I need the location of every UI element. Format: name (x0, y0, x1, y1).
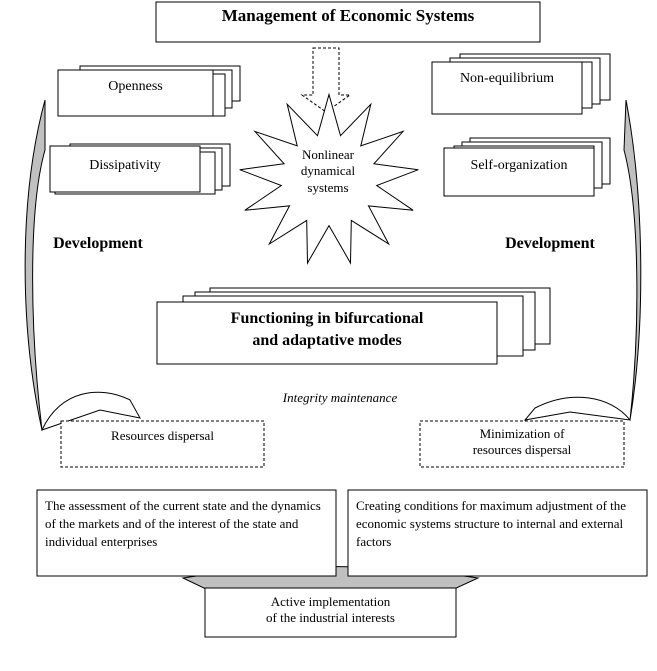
resources-dispersal-box (60, 420, 265, 468)
active-line-1: Active implementation (270, 594, 391, 609)
minimization-line-1: Minimization of (479, 426, 565, 441)
minimization-line-2: resources dispersal (472, 442, 572, 458)
creating-conditions-text: Creating conditions for maximum adjustme… (356, 498, 627, 550)
dissipativity-label: Dissipativity (89, 158, 161, 173)
center-star-line-2: dynamical (300, 163, 356, 179)
functioning-stack (156, 287, 551, 365)
assessment-text: The assessment of the current state and … (45, 498, 321, 550)
center-star-line-3: systems (307, 179, 349, 195)
integrity-label: Integrity maintenance (282, 390, 398, 405)
active-text: Active implementation of the industrial … (205, 594, 456, 627)
functioning-line-2: and adaptative modes (252, 331, 402, 349)
self-organization-label: Self-organization (470, 158, 568, 173)
center-star-text: Nonlinear dynamical systems (283, 147, 373, 196)
active-line-2: of the industrial interests (266, 610, 395, 626)
title-down-arrow (300, 47, 352, 113)
center-star-line-1: Nonlinear (302, 147, 354, 162)
openness-stack (57, 65, 241, 117)
minimization-box (419, 420, 625, 468)
self-organization-stack (443, 137, 611, 197)
center-star-shape (239, 92, 419, 265)
right-development-arc (623, 99, 642, 421)
active-box (204, 587, 457, 638)
creating-conditions-box (347, 489, 648, 577)
functioning-text: Functioning in bifurcational and adaptat… (157, 308, 497, 351)
development-right-label: Development (505, 235, 595, 252)
dissipativity-stack (49, 143, 231, 195)
openness-label: Openness (108, 79, 163, 94)
minimization-text: Minimization of resources dispersal (420, 426, 624, 459)
development-left-label: Development (53, 235, 143, 252)
right-arc-arrow (523, 396, 632, 421)
title-text: Management of Economic Systems (221, 6, 475, 25)
functioning-line-1: Functioning in bifurcational (230, 310, 424, 327)
title-box (155, 1, 541, 43)
left-development-arc (24, 99, 46, 431)
non-equilibrium-label: Non-equilibrium (459, 71, 555, 86)
assessment-box (36, 489, 337, 577)
resources-dispersal-text: Resources dispersal (111, 428, 214, 443)
non-equilibrium-stack (431, 53, 611, 115)
